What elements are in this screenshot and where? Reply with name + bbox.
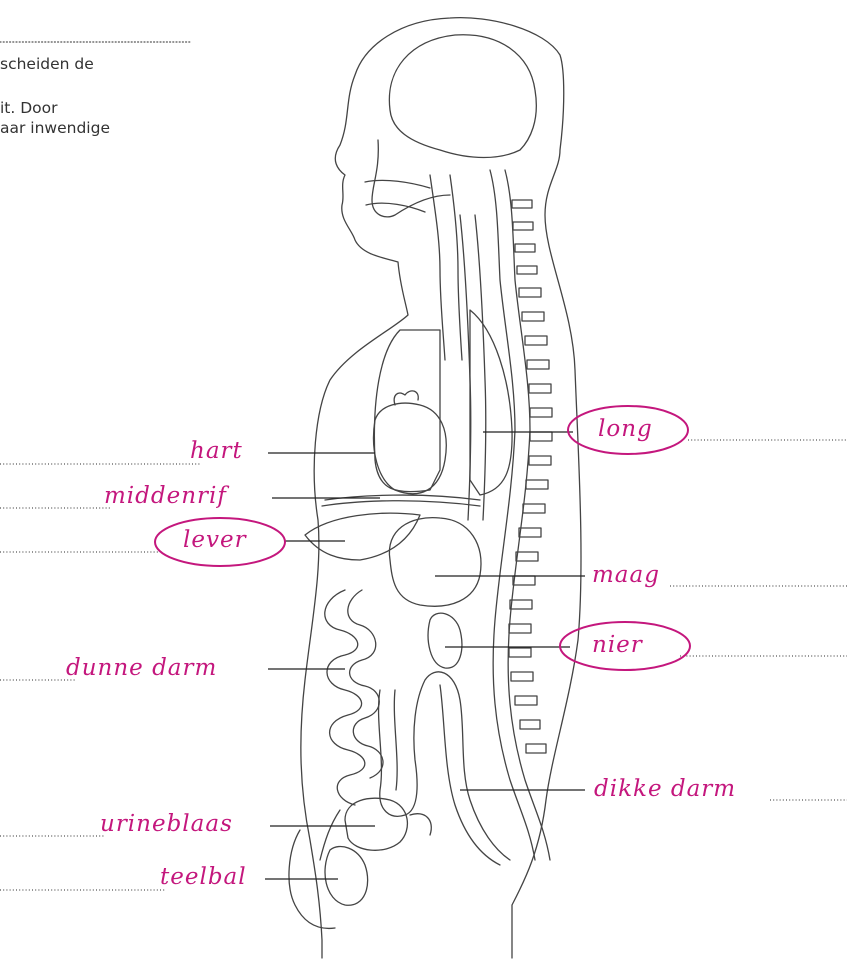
label-dunne-darm: dunne darm: [66, 655, 217, 681]
lung-outline: [374, 330, 440, 492]
label-hart: hart: [190, 438, 243, 464]
label-nier: nier: [592, 632, 643, 658]
label-dikke-darm: dikke darm: [594, 776, 736, 802]
label-middenrif: middenrif: [104, 483, 227, 509]
body-outline: [301, 18, 581, 958]
bladder: [345, 798, 407, 850]
liver: [305, 513, 420, 560]
trachea: [430, 175, 445, 360]
label-long: long: [598, 416, 653, 442]
label-maag: maag: [592, 562, 660, 588]
skull: [389, 35, 536, 158]
label-lever: lever: [183, 527, 247, 553]
label-teelbal: teelbal: [160, 864, 247, 890]
small-intestine: [325, 590, 365, 805]
label-urineblaas: urineblaas: [100, 811, 233, 837]
kidney: [428, 613, 462, 668]
stomach: [389, 518, 481, 607]
large-intestine: [379, 672, 510, 860]
testis: [325, 846, 368, 905]
